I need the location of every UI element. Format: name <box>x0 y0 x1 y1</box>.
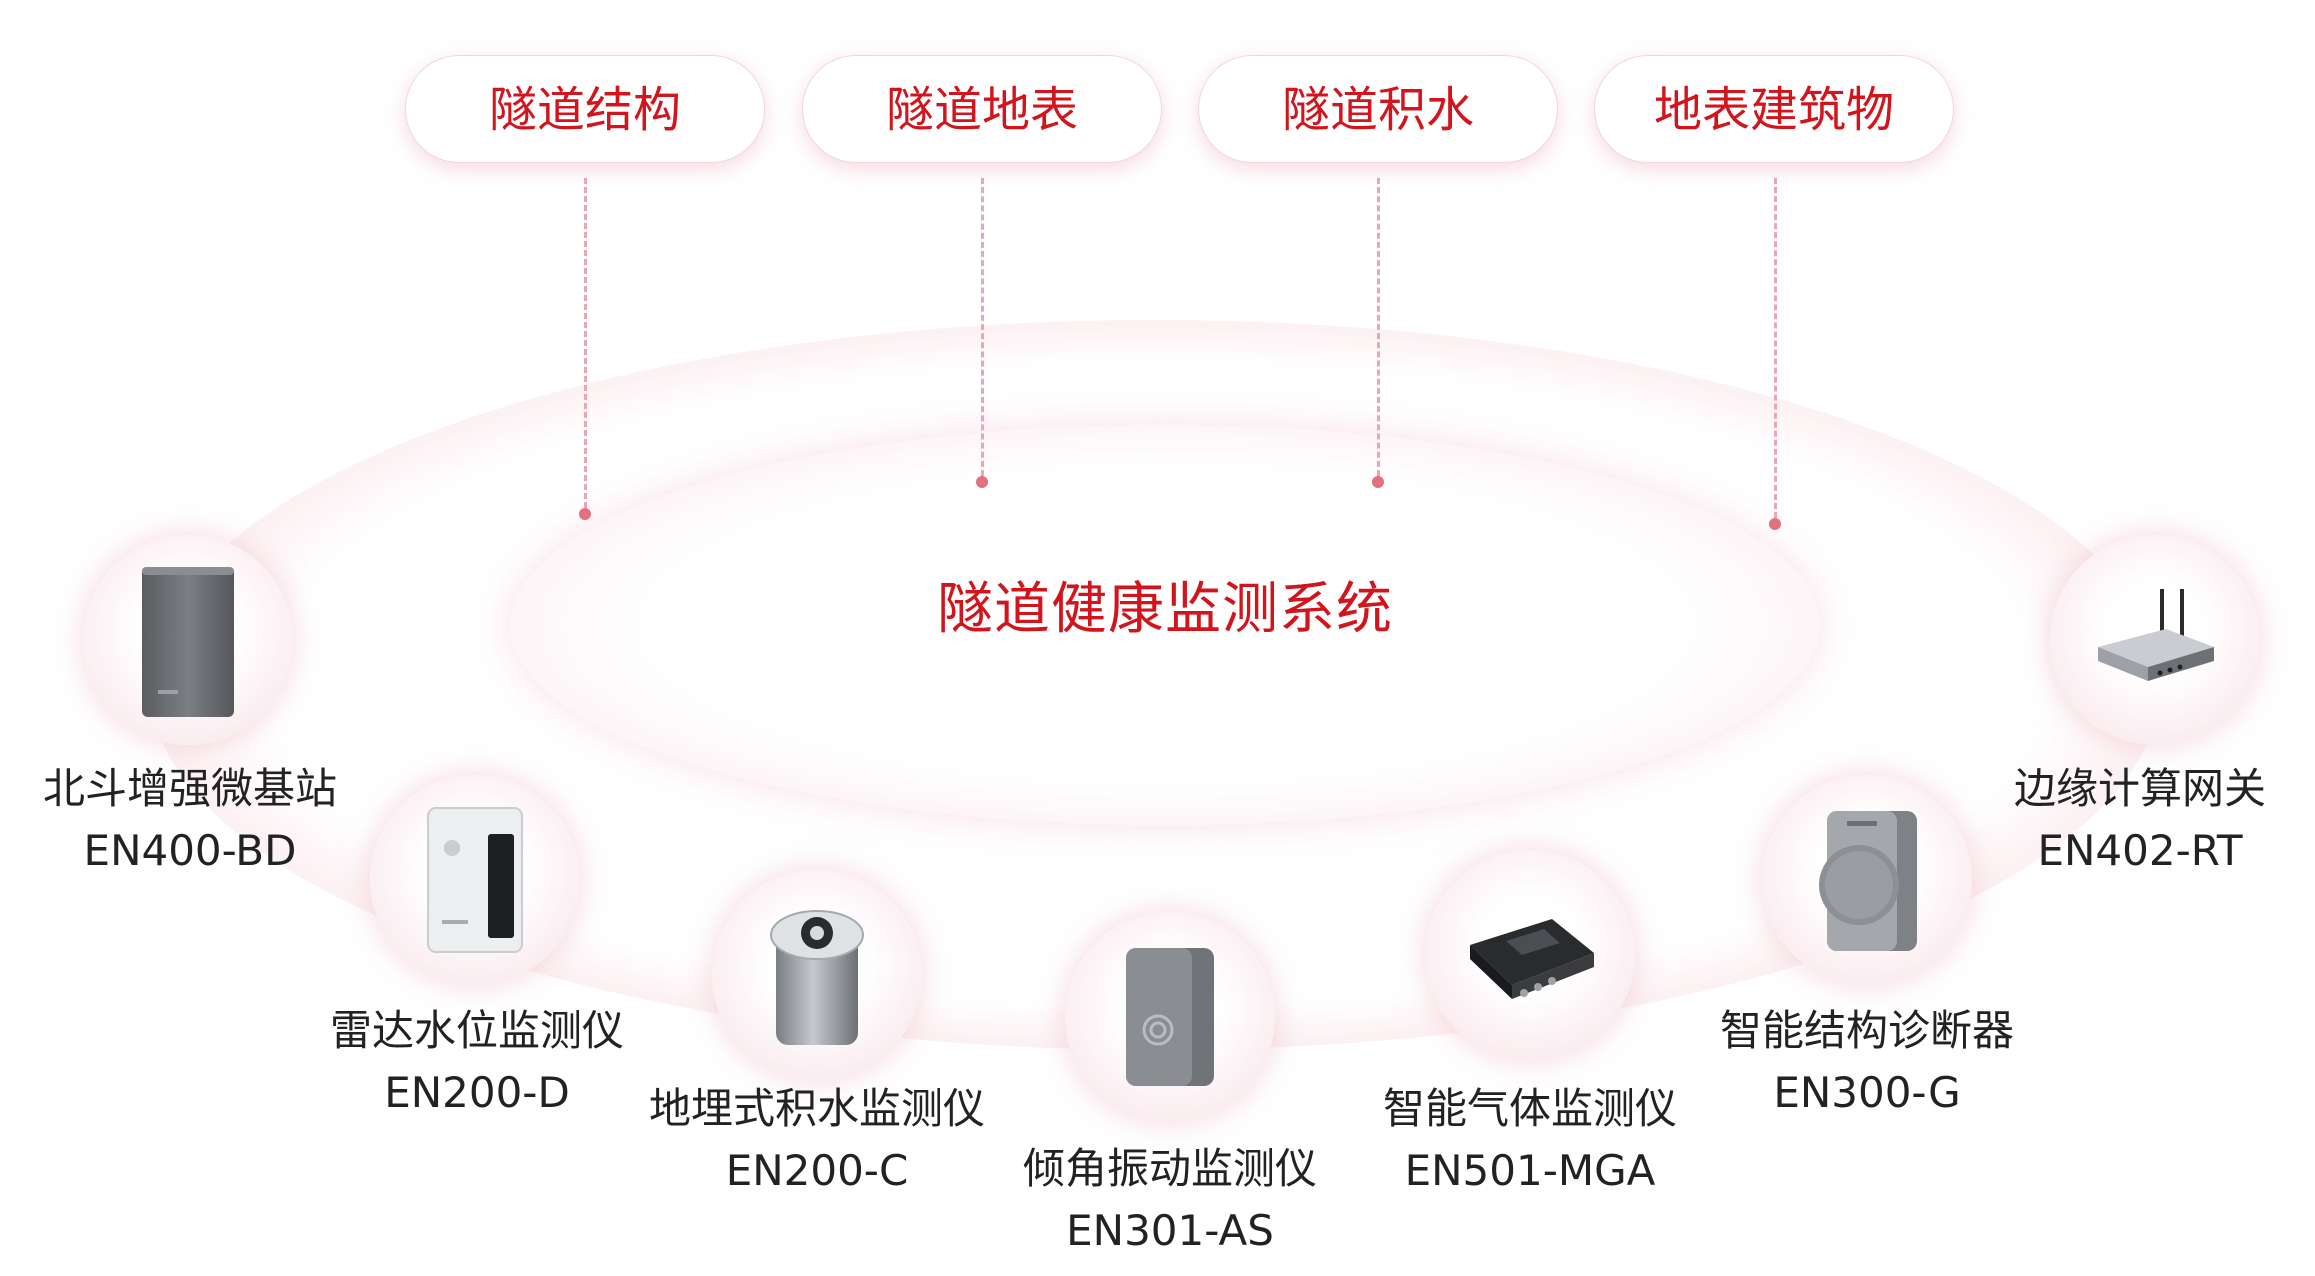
device-label: 地埋式积水监测仪 EN200-C <box>627 1078 1007 1202</box>
device-gas-monitor[interactable] <box>1425 850 1635 1060</box>
device-buried-water-sensor[interactable] <box>712 870 922 1080</box>
device-code: EN301-AS <box>1066 1206 1274 1255</box>
device-label: 智能结构诊断器 EN300-G <box>1677 1000 2057 1124</box>
buried-water-sensor-icon <box>770 910 864 1045</box>
radar-water-level-icon <box>427 807 523 953</box>
device-name: 北斗增强微基站 <box>42 764 337 813</box>
connector-line <box>1774 178 1777 518</box>
core-ellipse <box>510 425 1820 825</box>
device-code: EN300-G <box>1773 1068 1961 1117</box>
category-surface-buildings[interactable]: 地表建筑物 <box>1594 55 1954 163</box>
gas-monitor-icon <box>1470 919 1594 999</box>
device-tilt-vibration-sensor[interactable] <box>1065 912 1275 1122</box>
device-code: EN200-C <box>725 1146 909 1195</box>
connector-line <box>981 178 984 476</box>
device-label: 雷达水位监测仪 EN200-D <box>287 1000 667 1124</box>
device-name: 边缘计算网关 <box>2013 764 2266 813</box>
device-name: 地埋式积水监测仪 <box>648 1084 985 1133</box>
system-title: 隧道健康监测系统 <box>937 577 1393 642</box>
device-name: 倾角振动监测仪 <box>1022 1144 1317 1193</box>
device-edge-gateway[interactable] <box>2050 535 2260 745</box>
device-code: EN200-D <box>384 1068 570 1117</box>
structure-diagnostic-icon <box>1819 811 1917 951</box>
device-radar-water-level[interactable] <box>370 775 580 985</box>
category-tunnel-water[interactable]: 隧道积水 <box>1198 55 1558 163</box>
edge-gateway-icon <box>2098 589 2214 681</box>
tilt-vibration-sensor-icon <box>1126 948 1214 1086</box>
device-code: EN501-MGA <box>1404 1146 1656 1195</box>
device-name: 智能气体监测仪 <box>1382 1084 1677 1133</box>
device-gnss-base-station[interactable] <box>83 535 293 745</box>
category-tunnel-surface[interactable]: 隧道地表 <box>802 55 1162 163</box>
device-name: 智能结构诊断器 <box>1719 1006 2014 1055</box>
gnss-base-station-icon <box>142 567 234 717</box>
connector-line <box>584 178 587 508</box>
device-code: EN400-BD <box>83 826 297 875</box>
device-structure-diagnostic[interactable] <box>1762 775 1972 985</box>
connector-dot <box>1372 476 1384 488</box>
device-label: 边缘计算网关 EN402-RT <box>1950 758 2315 882</box>
connector-dot <box>579 508 591 520</box>
category-tunnel-structure[interactable]: 隧道结构 <box>405 55 765 163</box>
device-label: 北斗增强微基站 EN400-BD <box>0 758 380 882</box>
connector-line <box>1377 178 1380 476</box>
connector-dot <box>1769 518 1781 530</box>
connector-dot <box>976 476 988 488</box>
device-code: EN402-RT <box>2037 826 2243 875</box>
device-label: 倾角振动监测仪 EN301-AS <box>980 1138 1360 1262</box>
device-label: 智能气体监测仪 EN501-MGA <box>1340 1078 1720 1202</box>
device-name: 雷达水位监测仪 <box>329 1006 624 1055</box>
